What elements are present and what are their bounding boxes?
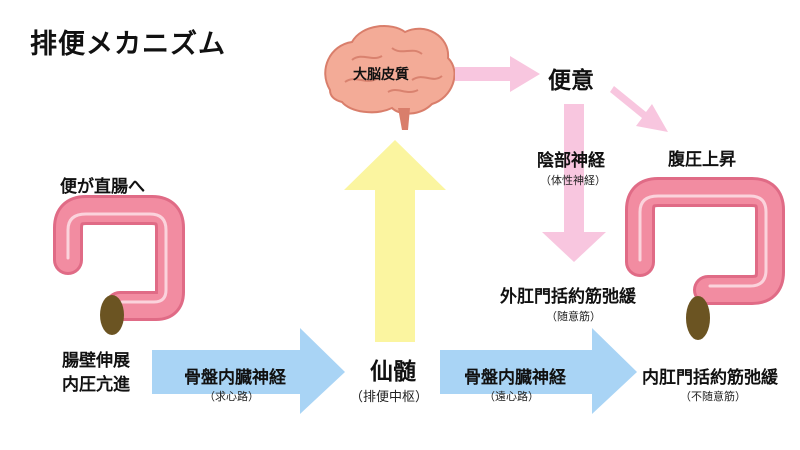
diagram-title: 排便メカニズム (30, 29, 226, 60)
arrow-sacral-to-brain (344, 140, 446, 342)
brain-label: 大脳皮質 (353, 67, 409, 83)
afferent-nerve-sub: （求心路） (204, 390, 259, 403)
intestine-left-icon (53, 195, 185, 335)
wall-stretch-label: 腸壁伸展 (62, 351, 130, 371)
arrow-afferent (152, 328, 345, 414)
arrow-efferent (440, 328, 637, 414)
pudendal-nerve-label: 陰部神経 (537, 151, 605, 171)
external-sphincter-label: 外肛門括約筋弛緩 (500, 287, 636, 307)
arrow-pudendal (542, 104, 606, 262)
internal-sphincter-sub: （不随意筋） (680, 390, 746, 403)
sacral-cord-label: 仙髄 (370, 359, 416, 385)
afferent-nerve-label: 骨盤内臓神経 (184, 368, 286, 388)
external-sphincter-sub: （随意筋） (546, 310, 601, 323)
stool-to-rectum-label: 便が直腸へ (60, 177, 145, 197)
pudendal-nerve-sub: （体性神経） (540, 174, 606, 187)
arrow-urge-to-abdominal (610, 86, 668, 132)
arrow-brain-to-urge (455, 56, 540, 92)
intestine-right-icon (625, 177, 785, 340)
urge-label: 便意 (548, 68, 594, 94)
abdominal-pressure-label: 腹圧上昇 (668, 150, 736, 170)
internal-sphincter-label: 内肛門括約筋弛緩 (642, 368, 778, 388)
efferent-nerve-label: 骨盤内臓神経 (464, 368, 566, 388)
brain-icon (324, 25, 456, 130)
pressure-rise-label: 内圧亢進 (62, 375, 130, 395)
sacral-cord-sub: （排便中枢） (350, 390, 429, 405)
efferent-nerve-sub: （遠心路） (484, 390, 539, 403)
